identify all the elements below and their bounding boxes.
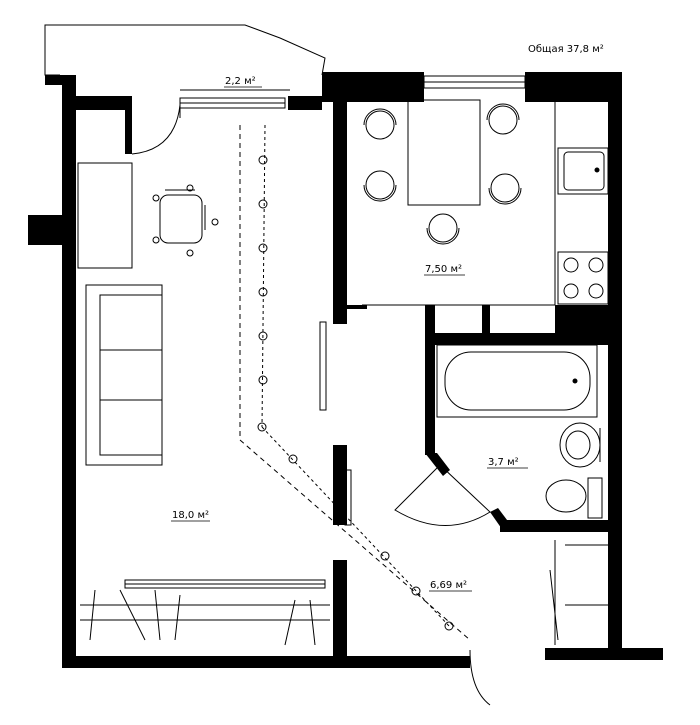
living-room <box>77 162 219 466</box>
toilet <box>545 477 603 519</box>
ceiling-light <box>380 551 390 561</box>
desk <box>77 162 133 269</box>
kitchen-chair <box>488 173 522 205</box>
stove <box>557 251 609 305</box>
kitchen-chair <box>486 103 520 135</box>
bathroom-wall-left <box>425 305 435 455</box>
kitchen-table <box>407 99 481 206</box>
bathroom-door-swing <box>394 464 491 526</box>
kitchen <box>362 99 609 306</box>
bathroom <box>436 344 603 519</box>
kitchen-chair <box>363 170 397 202</box>
windows <box>124 75 526 589</box>
bathtub <box>436 344 598 418</box>
sink <box>557 147 609 195</box>
balcony-area-label: 2,2 м² <box>225 76 256 87</box>
kitchen-chair <box>426 213 460 245</box>
living-room-area-label: 18,0 м² <box>172 510 209 521</box>
walls <box>28 72 663 668</box>
right-wall <box>608 72 622 660</box>
wardrobe <box>80 589 330 646</box>
total-area-label: Общая 37,8 м² <box>528 44 604 55</box>
office-chair <box>152 184 219 257</box>
left-wall-bump <box>28 215 64 245</box>
ceiling-light <box>258 375 268 385</box>
ceiling-light <box>444 621 454 631</box>
entrance-door-swing <box>469 649 491 706</box>
ceiling-light <box>258 331 268 341</box>
doors <box>131 98 491 706</box>
left-wall <box>62 75 76 667</box>
hallway-area-label: 6,69 м² <box>430 580 467 591</box>
balcony <box>44 24 326 91</box>
ceiling-light <box>257 422 267 432</box>
top-wall-left <box>62 96 132 110</box>
ceiling-light <box>258 155 268 165</box>
bathroom-area-label: 3,7 м² <box>488 457 519 468</box>
ceiling-light <box>258 243 268 253</box>
balcony-door-swing <box>131 104 181 155</box>
kitchen-chair <box>363 108 397 140</box>
bottom-wall <box>62 656 470 668</box>
storage <box>549 540 610 645</box>
bathroom-wall-bottom <box>500 520 615 532</box>
ceiling-light <box>258 199 268 209</box>
ceiling-light <box>411 586 421 596</box>
interior-wall-living-kitchen <box>333 96 347 324</box>
hallway <box>80 124 610 646</box>
sofa <box>85 284 163 466</box>
ceiling-light <box>258 287 268 297</box>
ceiling-light <box>288 454 298 464</box>
kitchen-area-label: 7,50 м² <box>425 264 462 275</box>
living-door-panel <box>319 321 327 411</box>
